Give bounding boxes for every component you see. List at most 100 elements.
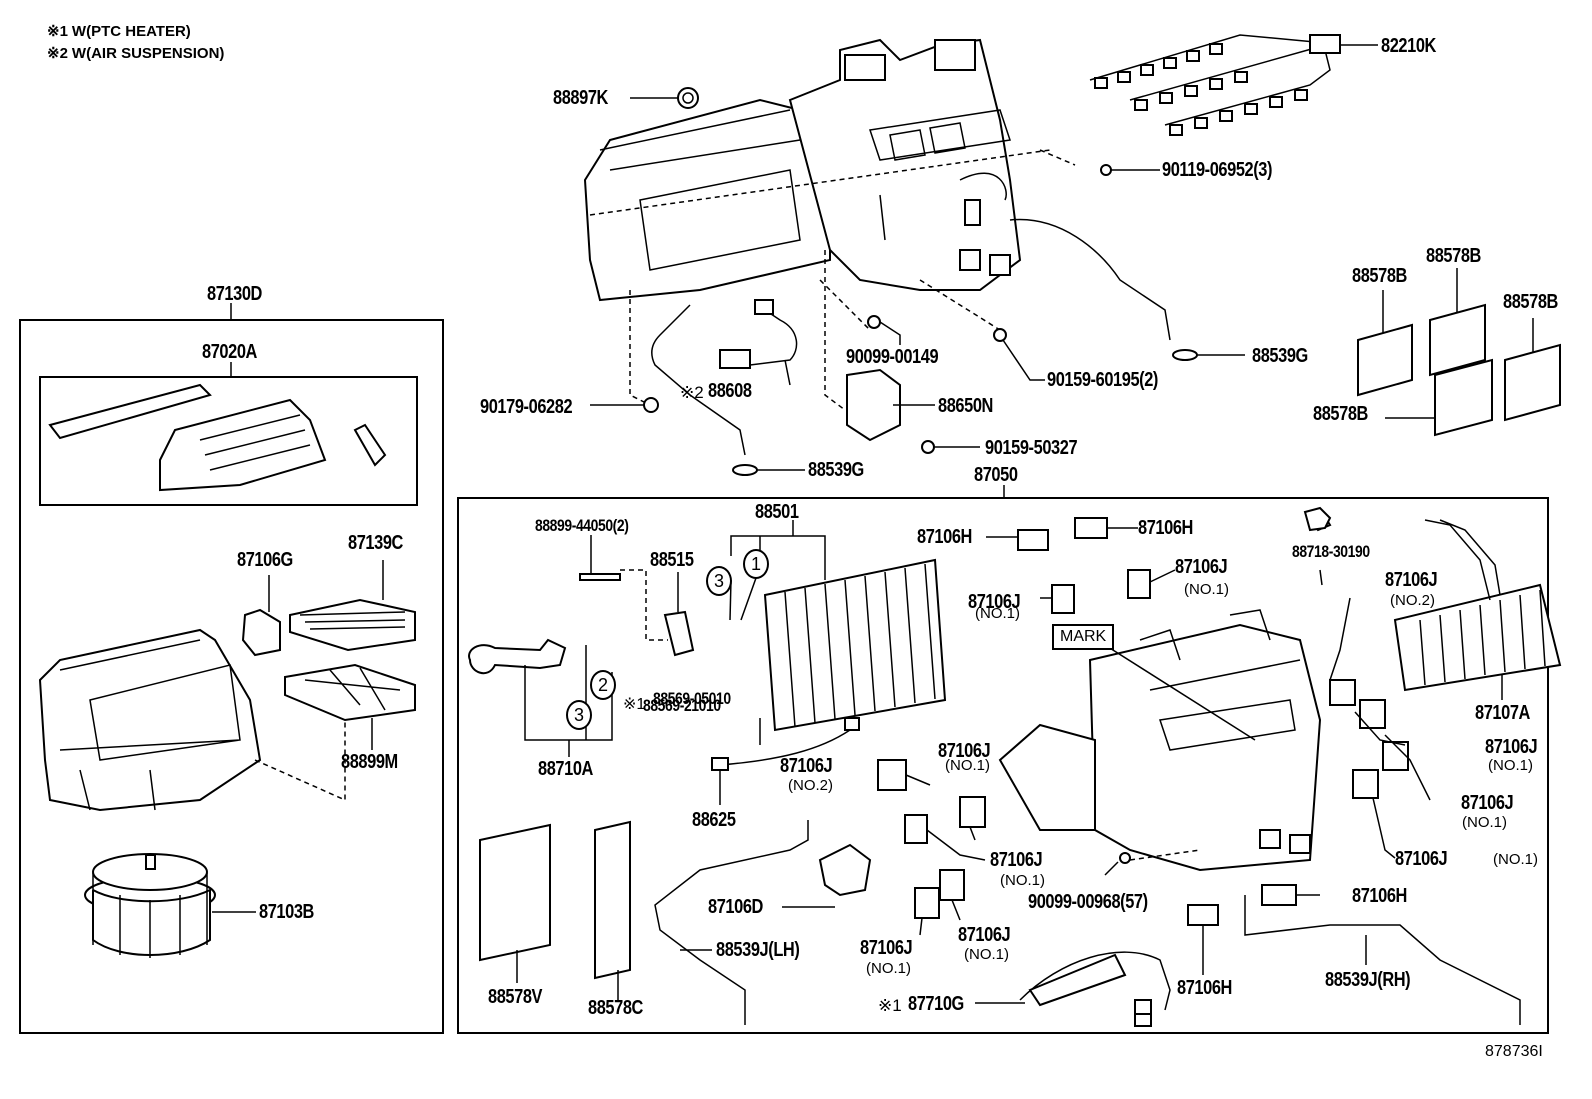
part-label-90099-00968[interactable]: 90099-00968(57): [1028, 891, 1148, 913]
part-label-88578B-1[interactable]: 88578B: [1352, 265, 1407, 287]
part-label-87106J-f[interactable]: 87106J: [1395, 848, 1448, 870]
part-label-88650N[interactable]: 88650N: [938, 395, 993, 417]
valve-88515: [663, 610, 695, 657]
part-label-88899-44050[interactable]: 88899-44050(2): [535, 516, 629, 535]
part-label-90179-06282[interactable]: 90179-06282: [480, 396, 573, 418]
note-text: W(PTC HEATER): [71, 23, 191, 40]
sub-label-87106J-b: (NO.1): [1184, 581, 1229, 598]
filter-87139C: [289, 598, 416, 652]
wire-harness-82210K: [1089, 34, 1378, 136]
part-label-87107A[interactable]: 87107A: [1475, 702, 1530, 724]
group-label-87050[interactable]: 87050: [974, 464, 1018, 486]
group-box-87050: [457, 497, 1549, 1034]
part-label-87106J-h[interactable]: 87106J: [780, 755, 833, 777]
part-label-87106J-d[interactable]: 87106J: [1485, 736, 1538, 758]
blower-motor-87103B: [84, 853, 216, 958]
drain-hose-left: [650, 304, 746, 456]
ptc-heater-87710G: [1019, 951, 1171, 1027]
part-label-87106J-k[interactable]: 87106J: [958, 924, 1011, 946]
part-label-87106J-b[interactable]: 87106J: [1175, 556, 1228, 578]
drain-hose-lh: [654, 820, 809, 1025]
part-label-88578B-3[interactable]: 88578B: [1503, 291, 1558, 313]
callout-1: 1: [743, 549, 769, 579]
part-label-82210K[interactable]: 82210K: [1381, 35, 1436, 57]
sub-label-87106J-g-visible: (NO.1): [945, 757, 990, 774]
mark-leader: [1104, 644, 1256, 741]
sub-label-87106J-d: (NO.1): [1488, 757, 1533, 774]
part-label-88539G-bottom[interactable]: 88539G: [808, 459, 864, 481]
part-mark-87710G: ※1: [878, 996, 902, 1015]
note-mark: ※1: [47, 23, 68, 40]
part-label-87710G[interactable]: 87710G: [908, 993, 964, 1015]
part-label-90159-50327[interactable]: 90159-50327: [985, 437, 1078, 459]
sub-label-87106J-f: (NO.1): [1493, 851, 1538, 868]
part-label-88897K[interactable]: 88897K: [553, 87, 608, 109]
part-label-87106J-c[interactable]: 87106J: [1385, 569, 1438, 591]
sub-label-87106J-i: (NO.1): [1000, 872, 1045, 889]
part-label-88569-21010[interactable]: 88569-21010: [643, 696, 721, 715]
part-label-88608[interactable]: 88608: [708, 380, 752, 402]
part-label-90159-60195[interactable]: 90159-60195(2): [1047, 369, 1158, 391]
part-label-88569-05010[interactable]: 88569-05010: [653, 689, 731, 708]
group-label-87020A[interactable]: 87020A: [202, 341, 257, 363]
part-mark-88569-21010: ※1: [623, 696, 646, 713]
sub-label-87106J-j: (NO.1): [866, 960, 911, 977]
part-label-87139C[interactable]: 87139C: [348, 532, 403, 554]
pipe-88710A: [468, 638, 567, 675]
note-mark: ※2: [47, 45, 68, 62]
clip-88718: [1303, 506, 1332, 532]
blower-case-illustration: [38, 628, 346, 812]
part-label-87106H-1[interactable]: 87106H: [917, 526, 972, 548]
part-label-87106J-g[interactable]: 87106J: [938, 740, 991, 762]
sub-label-87106J-a: (NO.1): [975, 605, 1020, 622]
part-label-88515[interactable]: 88515: [650, 549, 694, 571]
drain-hose-right: [1009, 218, 1171, 341]
seal-88897K: [677, 87, 699, 109]
part-label-87106J-a[interactable]: 87106J: [968, 591, 1021, 613]
part-label-87106J-j[interactable]: 87106J: [860, 937, 913, 959]
part-label-90119-06952[interactable]: 90119-06952(3): [1162, 159, 1273, 181]
sub-label-87106J-c: (NO.2): [1390, 592, 1435, 609]
sensor-wire-88625: [719, 729, 851, 766]
part-label-87106H-3[interactable]: 87106H: [1352, 885, 1407, 907]
group-box-87020A: [39, 376, 418, 506]
part-label-87106H-2[interactable]: 87106H: [1138, 517, 1193, 539]
heater-core-87107A: [1393, 519, 1562, 692]
mark-label: MARK: [1052, 624, 1115, 650]
hvac-unit-top-illustration: [583, 38, 1076, 411]
part-label-88578B-4[interactable]: 88578B: [1313, 403, 1368, 425]
part-label-87103B[interactable]: 87103B: [259, 901, 314, 923]
part-label-88578C[interactable]: 88578C: [588, 997, 643, 1019]
part-label-88718-30190[interactable]: 88718-30190: [1292, 542, 1370, 561]
part-label-88578V[interactable]: 88578V: [488, 986, 543, 1008]
callout-2: 2: [590, 670, 616, 700]
callout-3a: 3: [706, 566, 732, 596]
pad-88578C: [594, 820, 631, 980]
evaporator-88501: [763, 558, 947, 732]
screw-90119: [1100, 164, 1112, 176]
part-label-87106D[interactable]: 87106D: [708, 896, 763, 918]
part-label-88899M[interactable]: 88899M: [341, 751, 398, 773]
part-label-88578B-2[interactable]: 88578B: [1426, 245, 1481, 267]
part-label-88625[interactable]: 88625: [692, 809, 736, 831]
sub-label-87106J-h: (NO.2): [788, 777, 833, 794]
amplifier-88650N: [846, 368, 901, 442]
part-label-88710A[interactable]: 88710A: [538, 758, 593, 780]
pads-88578B: [1357, 268, 1561, 437]
part-label-87106H-4[interactable]: 87106H: [1177, 977, 1232, 999]
part-label-88539J-LH[interactable]: 88539J(LH): [716, 939, 800, 961]
duct-87020A: [48, 383, 387, 492]
part-label-88539G-top[interactable]: 88539G: [1252, 345, 1308, 367]
part-mark-88608: ※2: [680, 383, 704, 402]
part-label-88501[interactable]: 88501: [755, 501, 799, 523]
part-label-90099-00149[interactable]: 90099-00149: [846, 346, 939, 368]
part-label-88539J-RH[interactable]: 88539J(RH): [1325, 969, 1411, 991]
part-label-87106J-e[interactable]: 87106J: [1461, 792, 1514, 814]
part-label-87106J-i[interactable]: 87106J: [990, 849, 1043, 871]
group-label-87130D[interactable]: 87130D: [207, 283, 262, 305]
clips-87106: [877, 510, 1409, 926]
part-label-87106G[interactable]: 87106G: [237, 549, 293, 571]
